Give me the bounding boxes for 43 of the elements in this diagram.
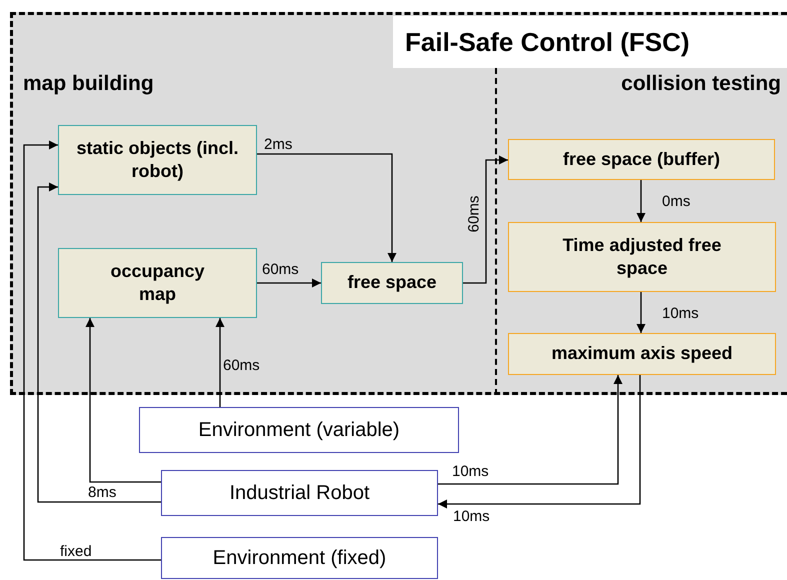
arrow [636, 180, 646, 222]
edge-label: 60ms [466, 196, 482, 232]
edge-label: 10ms [453, 509, 490, 524]
process-box [58, 248, 257, 318]
system-boundary [10, 12, 787, 395]
edge-label: 2ms [264, 137, 292, 152]
edge-label: fixed [60, 544, 92, 559]
source-box [161, 537, 438, 579]
process-box [508, 222, 776, 292]
box-label: occupancy map [109, 260, 206, 306]
arrow [86, 318, 161, 483]
arrow [257, 278, 321, 288]
box-label: free space [347, 271, 437, 294]
edge-label: 10ms [452, 464, 489, 479]
section-heading: map building [23, 72, 154, 96]
box-label: static objects (incl. robot) [75, 136, 240, 183]
arrow [23, 140, 161, 561]
process-box [508, 333, 776, 375]
source-box [161, 470, 438, 516]
arrow [636, 292, 646, 333]
box-label: Time adjusted free space [562, 234, 722, 280]
box-label: maximum axis speed [551, 342, 733, 366]
arrow [37, 182, 161, 503]
section-heading: collision testing [621, 72, 781, 96]
source-box [139, 407, 459, 453]
process-box [58, 125, 257, 195]
box-label: Industrial Robot [229, 481, 370, 506]
arrow [463, 156, 508, 284]
edge-label: 60ms [223, 358, 260, 373]
box-label: Environment (variable) [198, 418, 400, 443]
edge-label: 60ms [262, 262, 299, 277]
edge-label: 10ms [662, 306, 699, 321]
box-label: Environment (fixed) [212, 546, 386, 571]
title: Fail-Safe Control (FSC) [393, 16, 787, 68]
box-label: free space (buffer) [562, 148, 720, 171]
arrow [216, 318, 224, 407]
edge-label: 8ms [88, 485, 116, 500]
process-box [321, 262, 463, 304]
process-box [508, 139, 775, 180]
arrow [257, 153, 396, 262]
edge-label: 0ms [662, 194, 690, 209]
arrow [438, 375, 641, 508]
arrow [438, 375, 622, 485]
